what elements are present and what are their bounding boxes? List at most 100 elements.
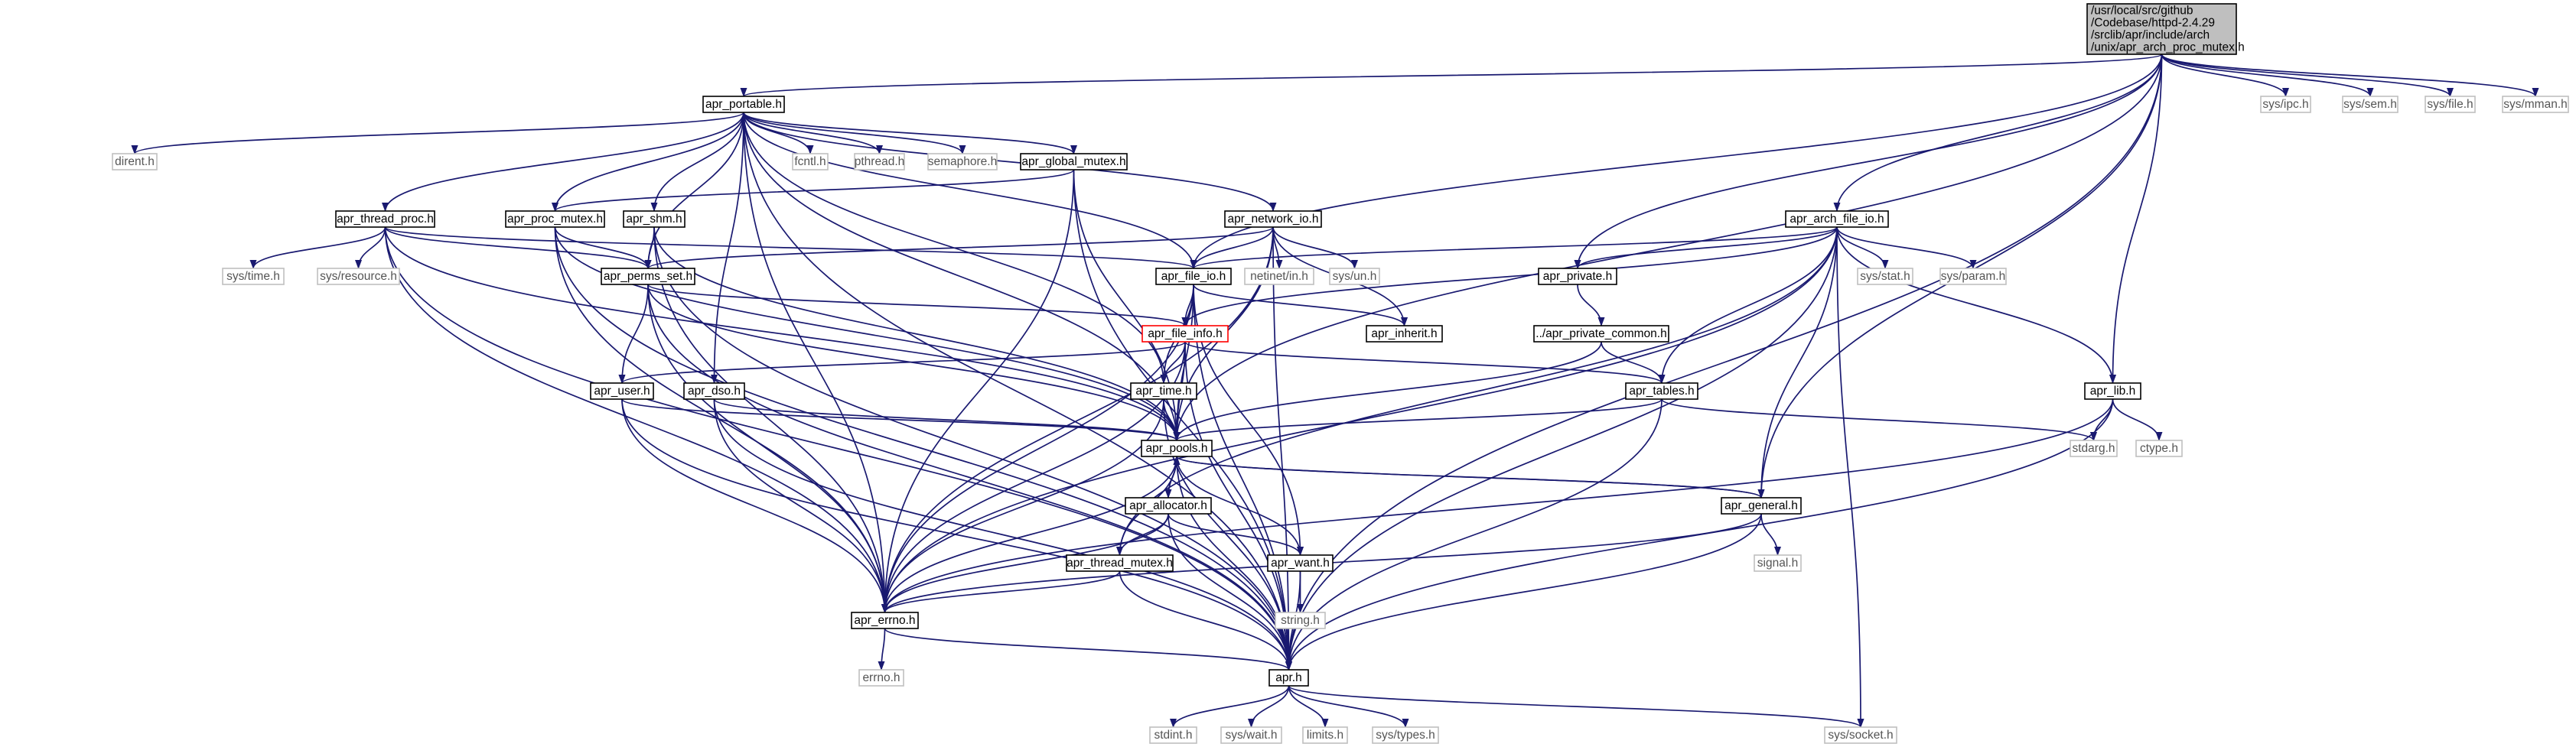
edge-apr-portable-h-to-pthread-h (743, 112, 883, 154)
edge-apr-user-h-to-apr-errno-h (621, 398, 888, 613)
node-box (858, 669, 904, 687)
node-label: semaphore.h (928, 155, 997, 168)
node-apr-tables-h[interactable]: apr_tables.h (1625, 382, 1698, 400)
node-stdint-h: stdint.h (1149, 726, 1197, 744)
node-box (1785, 210, 1889, 228)
edge-apr-user-h-to-apr-pools-h (621, 398, 1181, 441)
edge-apr-arch-file-io-h-to-apr-general-h (1757, 226, 1838, 499)
node-apr-file-info-h[interactable]: apr_file_info.h (1141, 325, 1229, 343)
node-label: apr_global_mutex.h (1021, 155, 1125, 168)
node-label: apr_dso.h (688, 385, 741, 398)
node-apr-proc-mutex-h[interactable]: apr_proc_mutex.h (505, 210, 605, 228)
node-apr-file-io-h[interactable]: apr_file_io.h (1155, 268, 1232, 285)
edge-apr-portable-h-to-semaphore-h (743, 112, 966, 154)
node-apr-inherit-h[interactable]: apr_inherit.h (1366, 325, 1443, 343)
node-label: apr_file_io.h (1161, 270, 1226, 283)
edge-apr-global-mutex-h-to-apr-proc-mutex-h (552, 169, 1075, 212)
node-box (1824, 726, 1897, 744)
node-apr-errno-h[interactable]: apr_errno.h (851, 612, 919, 629)
node-apr-private-common-h[interactable]: ../apr_private_common.h (1533, 325, 1669, 343)
node-label: sys/socket.h (1828, 729, 1893, 742)
node-box (2342, 96, 2399, 113)
node-label: apr_tables.h (1629, 385, 1694, 398)
edge-apr-arch-file-io-h-to-sys-socket-h (1836, 226, 1864, 728)
edge-apr-file-info-h-to-apr-tables-h (1184, 341, 1666, 384)
edge-apr-h-to-stdint-h (1170, 685, 1290, 728)
node-label: fcntl.h (794, 155, 826, 168)
node-box (683, 382, 745, 400)
node-sys-ipc-h: sys/ipc.h (2260, 96, 2311, 113)
edge-apr-shm-h-to-apr-errno-h (653, 226, 888, 613)
edge-root-to-apr-lib-h (2109, 54, 2163, 384)
node-apr-thread-mutex-h[interactable]: apr_thread_mutex.h (1066, 554, 1174, 572)
edge-apr-portable-h-to-apr-proc-mutex-h (552, 112, 744, 212)
node-label: /Codebase/httpd-2.4.29 (2091, 17, 2215, 30)
node-apr-perms-set-h[interactable]: apr_perms_set.h (601, 268, 695, 285)
node-apr-h[interactable]: apr.h (1268, 669, 1309, 687)
node-apr-lib-h[interactable]: apr_lib.h (2084, 382, 2141, 400)
node-box (1141, 440, 1213, 457)
edge-apr-arch-file-io-h-to-apr-file-io-h (1190, 226, 1838, 269)
node-apr-thread-proc-h[interactable]: apr_thread_proc.h (335, 210, 435, 228)
node-box (1130, 382, 1197, 400)
node-label: apr_arch_file_io.h (1790, 213, 1884, 226)
node-label: sys/resource.h (320, 270, 397, 283)
node-label: sys/un.h (1333, 270, 1377, 283)
edge-apr-portable-h-to-dirent-h (131, 112, 744, 154)
node-apr-pools-h[interactable]: apr_pools.h (1141, 440, 1213, 457)
edge-apr-tables-h-to-stdarg-h (1661, 398, 2097, 441)
node-label: apr_general.h (1724, 499, 1798, 512)
edge-apr-thread-mutex-h-to-apr-errno-h (881, 570, 1121, 613)
node-label: apr_portable.h (705, 98, 782, 111)
node-apr-want-h[interactable]: apr_want.h (1267, 554, 1334, 572)
node-box (1275, 612, 1326, 629)
node-dirent-h: dirent.h (112, 153, 158, 171)
node-box (792, 153, 829, 171)
node-apr-network-io-h[interactable]: apr_network_io.h (1224, 210, 1322, 228)
node-apr-global-mutex-h[interactable]: apr_global_mutex.h (1020, 153, 1128, 171)
edge-apr-arch-file-io-h-to-apr-file-info-h (1181, 226, 1838, 326)
node-box (1721, 497, 1802, 515)
edge-apr-lib-h-to-ctype-h (2112, 398, 2163, 441)
edge-apr-portable-h-to-apr-global-mutex-h (743, 112, 1077, 154)
node-apr-allocator-h[interactable]: apr_allocator.h (1125, 497, 1212, 515)
node-root[interactable]: /usr/local/src/github/Codebase/httpd-2.4… (2086, 3, 2245, 55)
edge-apr-dso-h-to-apr-errno-h (713, 398, 888, 613)
edge-apr-shm-h-to-apr-perms-set-h (644, 226, 655, 269)
node-apr-general-h[interactable]: apr_general.h (1721, 497, 1802, 515)
node-box (851, 612, 919, 629)
node-label: sys/param.h (1941, 270, 2005, 283)
node-box (927, 153, 998, 171)
node-sys-un-h: sys/un.h (1329, 268, 1380, 285)
edge-root-to-apr-pools-h (1173, 54, 2163, 441)
edge-apr-allocator-h-to-apr-h (1168, 513, 1292, 671)
node-box (702, 96, 785, 113)
edge-apr-allocator-h-to-apr-want-h (1168, 513, 1304, 556)
node-box (1857, 268, 1913, 285)
node-label: netinet/in.h (1250, 270, 1308, 283)
node-apr-shm-h[interactable]: apr_shm.h (623, 210, 686, 228)
edge-apr-thread-proc-h-to-apr-perms-set-h (384, 226, 652, 269)
node-sys-wait-h: sys/wait.h (1220, 726, 1282, 744)
edge-root-to-sys-sem-h (2161, 54, 2374, 97)
node-apr-user-h[interactable]: apr_user.h (590, 382, 654, 400)
node-box (335, 210, 435, 228)
node-box (1141, 325, 1229, 343)
edge-apr-dso-h-to-apr-h (713, 398, 1292, 671)
node-apr-time-h[interactable]: apr_time.h (1130, 382, 1197, 400)
node-label: sys/time.h (226, 270, 280, 283)
node-apr-arch-file-io-h[interactable]: apr_arch_file_io.h (1785, 210, 1889, 228)
node-label: apr_pools.h (1145, 442, 1207, 455)
node-limits-h: limits.h (1302, 726, 1348, 744)
node-apr-dso-h[interactable]: apr_dso.h (683, 382, 745, 400)
edge-apr-perms-set-h-to-apr-user-h (618, 284, 649, 384)
edge-apr-arch-file-io-h-to-sys-stat-h (1836, 226, 1889, 269)
edge-apr-file-io-h-to-apr-want-h (1193, 284, 1304, 556)
node-apr-portable-h[interactable]: apr_portable.h (702, 96, 785, 113)
edge-root-to-sys-ipc-h (2161, 54, 2289, 97)
edge-apr-arch-file-io-h-to-apr-lib-h (1836, 226, 2116, 384)
node-label: ctype.h (2140, 442, 2178, 455)
node-apr-private-h[interactable]: apr_private.h (1538, 268, 1617, 285)
edge-apr-portable-h-to-apr-dso-h (711, 112, 744, 384)
